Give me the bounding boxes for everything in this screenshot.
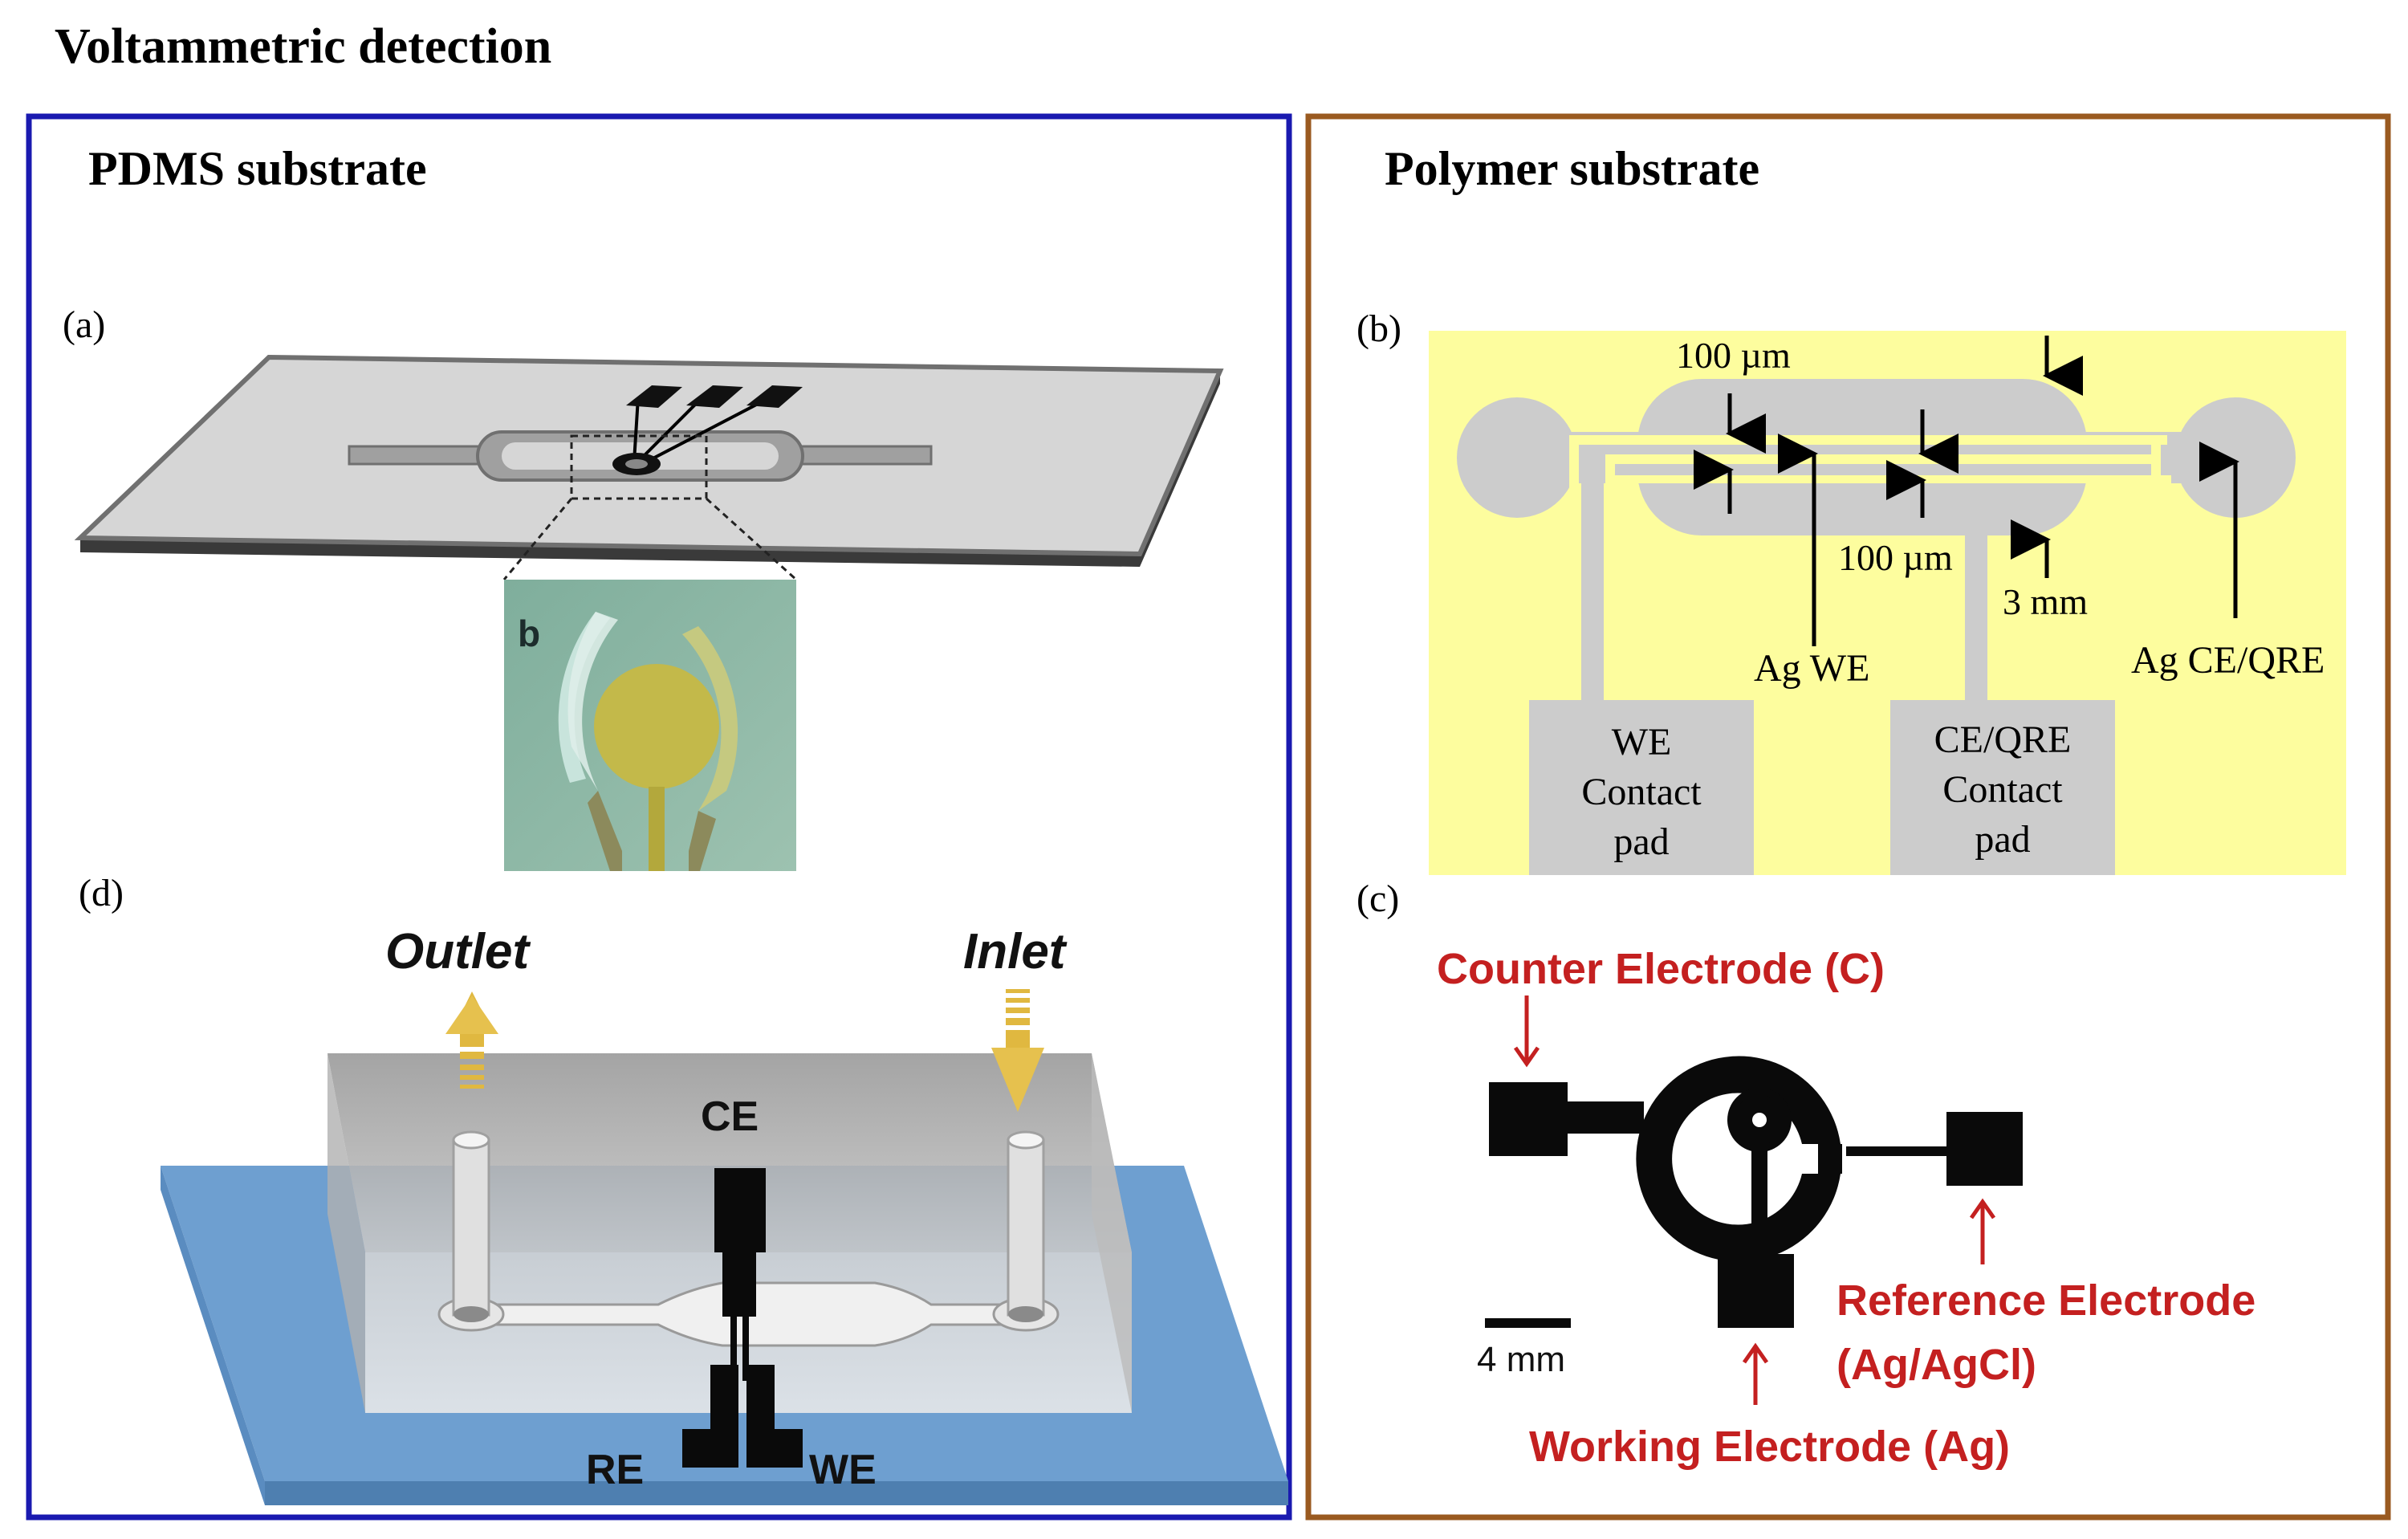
we-contact-pad bbox=[1529, 700, 1754, 875]
ce-electrode-pad bbox=[714, 1168, 766, 1252]
label-d: (d) bbox=[79, 872, 124, 914]
pdms-chip-diagram bbox=[74, 354, 1224, 581]
contact-pad-3 bbox=[746, 385, 803, 408]
we-label: WE bbox=[809, 1447, 877, 1493]
inset-center-electrode bbox=[594, 664, 719, 789]
left-panel: PDMS substrate (a) bbox=[26, 113, 1292, 1521]
inlet-port bbox=[1007, 1138, 1045, 1317]
flow-cell-diagram: Outlet Inlet CE RE WE bbox=[161, 924, 1288, 1505]
inlet-label: Inlet bbox=[963, 924, 1068, 979]
ce-contact-pad bbox=[1890, 700, 2115, 875]
left-panel-heading: PDMS substrate bbox=[88, 142, 427, 195]
right-panel-heading: Polymer substrate bbox=[1385, 142, 1759, 195]
channel-right bbox=[793, 445, 933, 466]
ce-pad-line2: Contact bbox=[1942, 768, 2063, 811]
ag-we-label: Ag WE bbox=[1754, 647, 1869, 690]
reference-electrode-label: Reference Electrode bbox=[1837, 1276, 2255, 1325]
label-b: (b) bbox=[1357, 307, 1401, 350]
left-panel-border bbox=[26, 113, 1292, 1521]
working-electrode-label: Working Electrode (Ag) bbox=[1529, 1423, 2010, 1471]
reference-electrode-sublabel: (Ag/AgCl) bbox=[1837, 1341, 2036, 1389]
channel-left bbox=[348, 445, 495, 466]
dim-100um-top: 100 µm bbox=[1676, 335, 1791, 376]
contact-pad-2 bbox=[686, 385, 743, 408]
scale-bar bbox=[1485, 1318, 1571, 1328]
zoom-box bbox=[570, 434, 708, 500]
ag-ce-qre-label: Ag CE/QRE bbox=[2131, 639, 2325, 682]
label-a: (a) bbox=[63, 303, 105, 346]
polymer-chip-diagram: 100 µm 100 µm 3 mm Ag WE Ag CE/QRE WE Co… bbox=[1429, 331, 2346, 875]
contact-pad-1 bbox=[626, 385, 682, 408]
inset-right-arc bbox=[682, 626, 738, 811]
figure-title: Voltammetric detection bbox=[55, 19, 551, 74]
we-pad-line1: WE bbox=[1612, 721, 1672, 763]
scale-label: 4 mm bbox=[1477, 1340, 1565, 1379]
we-pad-line2: Contact bbox=[1581, 771, 1702, 813]
reference-electrode-pad bbox=[1946, 1112, 2023, 1186]
ce-pad-line3: pad bbox=[1975, 818, 2030, 861]
label-c: (c) bbox=[1357, 877, 1399, 920]
ce-label: CE bbox=[701, 1093, 759, 1140]
right-panel-border bbox=[1305, 113, 2391, 1521]
counter-electrode-label: Counter Electrode (C) bbox=[1437, 945, 1885, 993]
inlet-arrow bbox=[991, 989, 1044, 1112]
inset-label: b bbox=[518, 613, 540, 654]
electrode-layout-diagram: 4 mm Counter Electrode (C) Reference Ele… bbox=[1437, 945, 2255, 1471]
counter-electrode-ring bbox=[1636, 1056, 1841, 1262]
slab-side bbox=[80, 371, 1220, 567]
right-panel: Polymer substrate (b) bbox=[1305, 113, 2391, 1521]
dim-100um-bottom: 100 µm bbox=[1838, 537, 1953, 578]
dim-3mm: 3 mm bbox=[2003, 581, 2088, 622]
re-label: RE bbox=[586, 1447, 644, 1493]
inset-photo: b bbox=[504, 580, 796, 871]
counter-electrode-pad bbox=[1489, 1082, 1568, 1156]
pdms-block-side bbox=[327, 1053, 365, 1413]
ce-pad-line1: CE/QRE bbox=[1934, 719, 2072, 761]
working-electrode-pad bbox=[1718, 1254, 1794, 1328]
pdms-block-top bbox=[327, 1053, 1132, 1252]
outlet-label: Outlet bbox=[385, 924, 531, 979]
we-pad-line3: pad bbox=[1613, 820, 1669, 863]
outlet-port bbox=[452, 1138, 490, 1317]
outlet-arrow bbox=[445, 991, 498, 1089]
